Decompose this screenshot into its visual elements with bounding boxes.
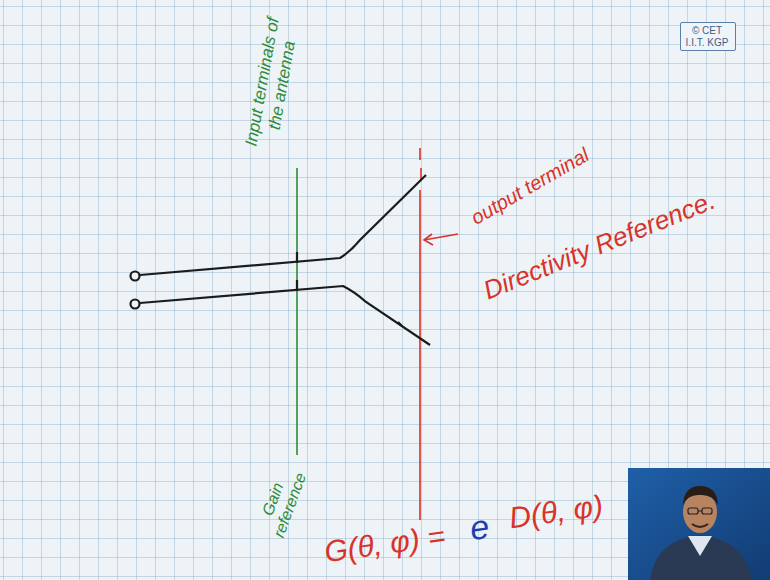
formula-symbol: e (467, 507, 491, 548)
callout-label: output terminal (467, 143, 593, 229)
video-inset (628, 468, 770, 580)
logo-box: © CET I.I.T. KGP (680, 22, 736, 51)
transmission-line (131, 175, 431, 345)
logo-text: © CET I.I.T. KGP (685, 25, 729, 48)
callout-arrow (424, 234, 458, 245)
formula-text: D(θ, φ) (507, 489, 605, 536)
reference-label: Input terminals of the antenna (240, 6, 305, 161)
directivity-reference-line (420, 148, 421, 520)
gain-reference-line (296, 168, 298, 455)
formula-text: G(θ, φ) = (322, 519, 447, 570)
reference-label: Gain reference (253, 463, 312, 541)
